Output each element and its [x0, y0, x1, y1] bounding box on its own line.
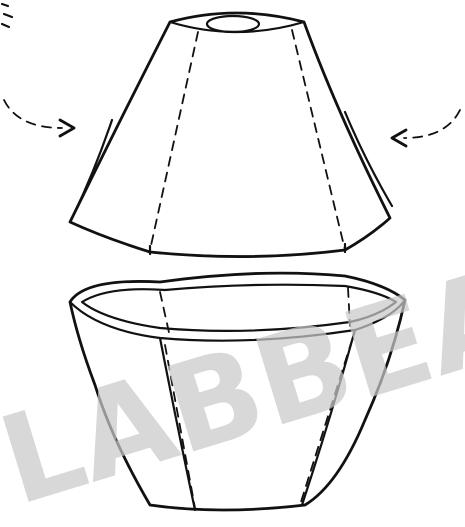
upper-cone	[70, 13, 392, 257]
corner-marks	[2, 4, 12, 27]
right-pointing-arrow-icon	[4, 100, 74, 136]
left-pointing-arrow-icon	[392, 110, 460, 146]
